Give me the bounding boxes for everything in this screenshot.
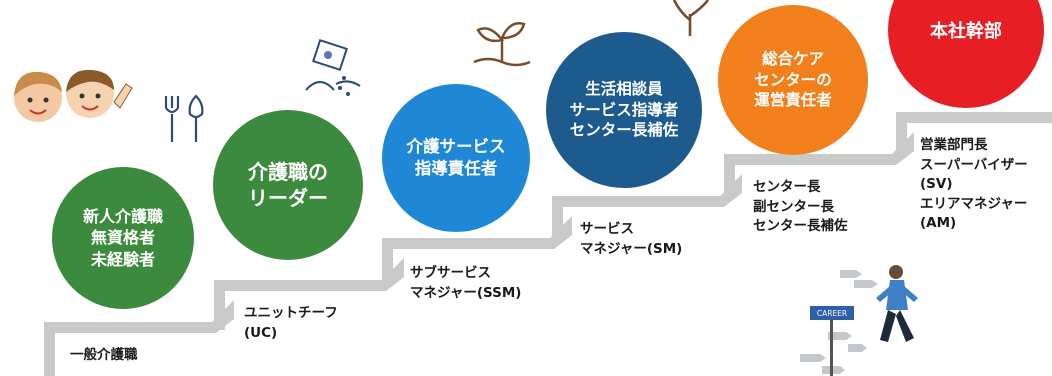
position-stage-3-line-1: サブサービス <box>410 265 491 281</box>
circle-stage-2: 介護職の リーダー <box>213 110 363 260</box>
stair-step-5 <box>724 132 914 198</box>
position-stage-6-line-5: (AM) <box>920 215 957 232</box>
circle-stage-1: 新人介護職 無資格者 未経験者 <box>52 167 194 309</box>
circle-stage-2-line-2: リーダー <box>248 186 328 210</box>
circle-stage-1-line-3: 未経験者 <box>90 249 155 269</box>
circle-stage-5: 総合ケア センターの 運営責任者 <box>718 5 868 155</box>
position-stage-2: ユニットチーフ (UC) <box>244 304 338 343</box>
career-runner-icon: CAREER <box>800 265 918 376</box>
circle-stage-5-line-3: 運営責任者 <box>754 91 832 110</box>
sprout-icon <box>473 22 531 67</box>
position-stage-4-line-2: マネジャー(SM) <box>580 240 683 257</box>
position-stage-5: センター長 副センター長 センター長補佐 <box>753 178 848 237</box>
circle-stage-3-line-1: 介護サービス <box>406 137 506 157</box>
circle-stage-6-line-1: 本社幹部 <box>930 21 1002 43</box>
children-illustration-icon <box>14 69 133 122</box>
position-stage-6-line-1: 営業部門長 <box>920 137 988 153</box>
position-stage-4: サービス マネジャー(SM) <box>580 220 682 259</box>
position-stage-5-line-1: センター長 <box>753 179 821 195</box>
position-stage-6-line-4: エリアマネジャー <box>920 195 1028 212</box>
circle-stage-4-line-1: 生活相談員 <box>585 80 663 99</box>
circle-stage-4: 生活相談員 サービス指導者 センター長補佐 <box>546 32 702 188</box>
position-stage-3-line-2: マネジャー(SSM) <box>410 284 522 301</box>
position-stage-2-line-1: ユニットチーフ <box>244 305 338 321</box>
tree-icon <box>672 0 710 36</box>
seed-packet-icon <box>305 38 361 96</box>
position-stage-5-line-3: センター長補佐 <box>753 218 848 235</box>
position-stage-6: 営業部門長 スーパーバイザー (SV) エリアマネジャー (AM) <box>920 136 1028 234</box>
position-stage-1-line-1: 一般介護職 <box>70 347 138 363</box>
circle-stage-2-line-1: 介護職の <box>248 159 328 184</box>
circle-stage-5-line-2: センターの <box>754 70 832 89</box>
position-stage-4-line-1: サービス <box>580 221 634 237</box>
circle-stage-5-line-1: 総合ケア <box>761 50 824 69</box>
position-stage-1: 一般介護職 <box>70 346 138 366</box>
position-stage-2-line-2: (UC) <box>244 324 278 341</box>
circle-stage-3-line-2: 指導責任者 <box>414 159 498 178</box>
garden-tools-icon <box>164 94 204 142</box>
position-stage-3: サブサービス マネジャー(SSM) <box>410 264 521 303</box>
circle-stage-4-line-2: サービス指導者 <box>569 100 679 119</box>
position-stage-6-line-3: (SV) <box>920 176 953 193</box>
position-stage-6-line-2: スーパーバイザー <box>920 156 1028 173</box>
circle-stage-3: 介護サービス 指導責任者 <box>382 84 530 232</box>
circle-stage-1-line-1: 新人介護職 <box>82 207 163 227</box>
signpost-label: CAREER <box>817 309 847 318</box>
circle-stage-4-line-3: センター長補佐 <box>569 121 679 140</box>
circle-stage-1-line-2: 無資格者 <box>90 228 155 248</box>
position-stage-5-line-2: 副センター長 <box>753 198 834 215</box>
stair-step-6 <box>896 112 1052 156</box>
